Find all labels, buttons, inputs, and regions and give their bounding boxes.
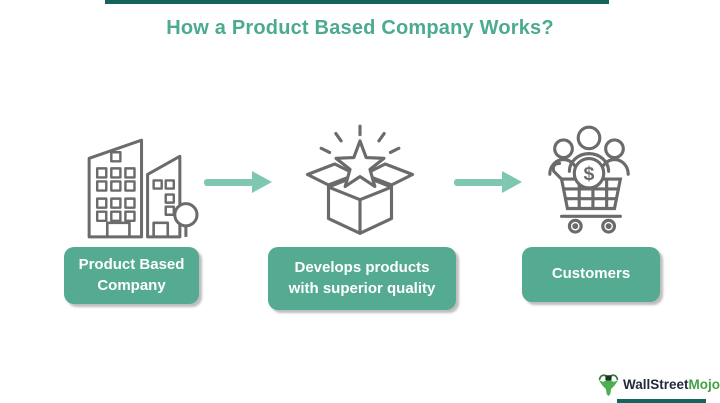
step-label-product-based-company: Product Based Company [64,247,199,304]
step-label-develops-products: Develops products with superior quality [268,247,456,310]
logo-underline-bar [617,399,706,403]
dollar-sign: $ [584,163,595,185]
arrow-right-icon [454,171,522,193]
brand-text: WallStreetMojo [623,376,720,392]
page-title: How a Product Based Company Works? [166,17,554,39]
arrow-right-icon [204,171,272,193]
top-accent-bar [105,0,609,4]
bull-icon [598,373,619,396]
open-box-star-icon [297,122,423,248]
customers-cart-icon: $ [540,122,638,246]
buildings-icon [73,128,200,241]
wallstreetmojo-logo: WallStreetMojo [597,371,720,397]
step-label-customers: Customers [522,247,660,302]
